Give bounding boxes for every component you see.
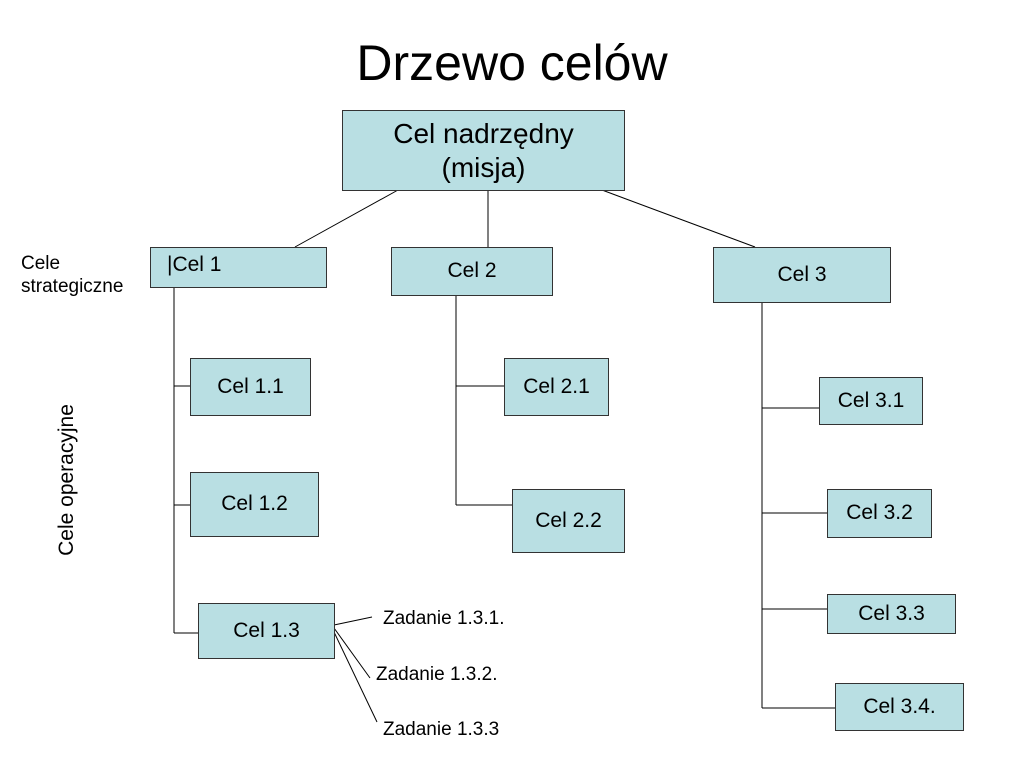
operational-goal-label-3-1: Cel 3.1	[837, 388, 905, 412]
operational-goal-box-3-1: Cel 3.1	[819, 377, 923, 425]
strategic-label-line2: strategiczne	[21, 275, 124, 297]
operational-goal-box-3-2: Cel 3.2	[827, 489, 932, 538]
connector-task-2	[333, 627, 371, 679]
connector-task-1	[333, 616, 373, 626]
operational-goal-label-2-2: Cel 2.2	[535, 508, 602, 532]
operational-goals-label: Cele operacyjne	[55, 404, 78, 556]
operational-goal-box-2-1: Cel 2.1	[504, 358, 609, 416]
strategic-label-line1: Cele	[21, 253, 61, 274]
strategic-goal-box-3: Cel 3	[713, 247, 891, 303]
operational-goal-label-1-3: Cel 1.3	[233, 618, 300, 642]
task-label-3: Zadanie 1.3.3	[383, 719, 500, 740]
root-goal-label-line2: (misja)	[441, 151, 526, 183]
operational-goal-box-1-1: Cel 1.1	[190, 358, 311, 416]
operational-goal-label-3-4: Cel 3.4.	[863, 694, 936, 718]
strategic-goal-label-1: |Cel 1	[167, 253, 222, 276]
strategic-goals-label: Cele strategiczne	[21, 253, 123, 299]
operational-goal-box-2-2: Cel 2.2	[512, 489, 625, 553]
connector-task-3	[333, 631, 378, 723]
task-label-2: Zadanie 1.3.2.	[376, 664, 498, 685]
operational-goal-box-3-3: Cel 3.3	[827, 594, 956, 634]
strategic-goal-box-1: |Cel 1	[150, 247, 327, 288]
strategic-goal-box-2: Cel 2	[391, 247, 553, 296]
operational-goal-label-3-2: Cel 3.2	[846, 501, 913, 525]
operational-goal-label-1-1: Cel 1.1	[217, 374, 284, 398]
page-title: Drzewo celów	[356, 35, 668, 91]
strategic-goal-label-3: Cel 3	[777, 262, 827, 286]
operational-goal-box-1-2: Cel 1.2	[190, 472, 319, 537]
connector-root-cel3	[601, 189, 756, 248]
operational-goal-box-1-3: Cel 1.3	[198, 603, 335, 659]
connector-root-cel1	[294, 189, 399, 248]
operational-goal-box-3-4: Cel 3.4.	[835, 683, 964, 731]
operational-goal-label-3-3: Cel 3.3	[858, 601, 925, 625]
root-goal-box: Cel nadrzędny (misja)	[342, 110, 625, 191]
task-label-1: Zadanie 1.3.1.	[383, 608, 505, 629]
root-goal-label-line1: Cel nadrzędny	[393, 117, 574, 149]
operational-goal-label-2-1: Cel 2.1	[523, 374, 590, 398]
strategic-goal-label-2: Cel 2	[447, 259, 497, 283]
operational-goal-label-1-2: Cel 1.2	[221, 492, 288, 516]
